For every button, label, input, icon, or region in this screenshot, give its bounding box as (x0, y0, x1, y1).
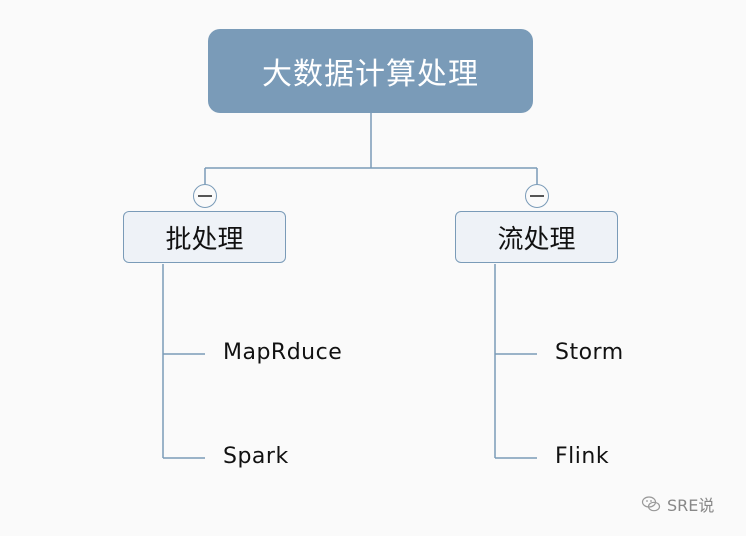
branch-node-label: 流处理 (497, 224, 576, 255)
minus-icon (198, 195, 212, 197)
root-node[interactable]: 大数据计算处理 (208, 29, 533, 113)
root-node-label: 大数据计算处理 (262, 57, 479, 92)
branch-node-label: 批处理 (165, 224, 244, 255)
branch-node-batch[interactable]: 批处理 (123, 211, 286, 263)
collapse-toggle-right[interactable] (525, 184, 549, 208)
leaf-node-flink[interactable]: Flink (555, 444, 610, 469)
minus-icon (530, 195, 544, 197)
watermark: SRE说 (641, 492, 714, 516)
watermark-text: SRE说 (667, 496, 715, 515)
collapse-toggle-left[interactable] (193, 184, 217, 208)
branch-node-stream[interactable]: 流处理 (455, 211, 618, 263)
leaf-node-mapreduce[interactable]: MapRduce (223, 340, 343, 365)
leaf-node-storm[interactable]: Storm (555, 340, 624, 365)
leaf-node-spark[interactable]: Spark (223, 444, 289, 469)
wechat-icon (641, 496, 661, 512)
